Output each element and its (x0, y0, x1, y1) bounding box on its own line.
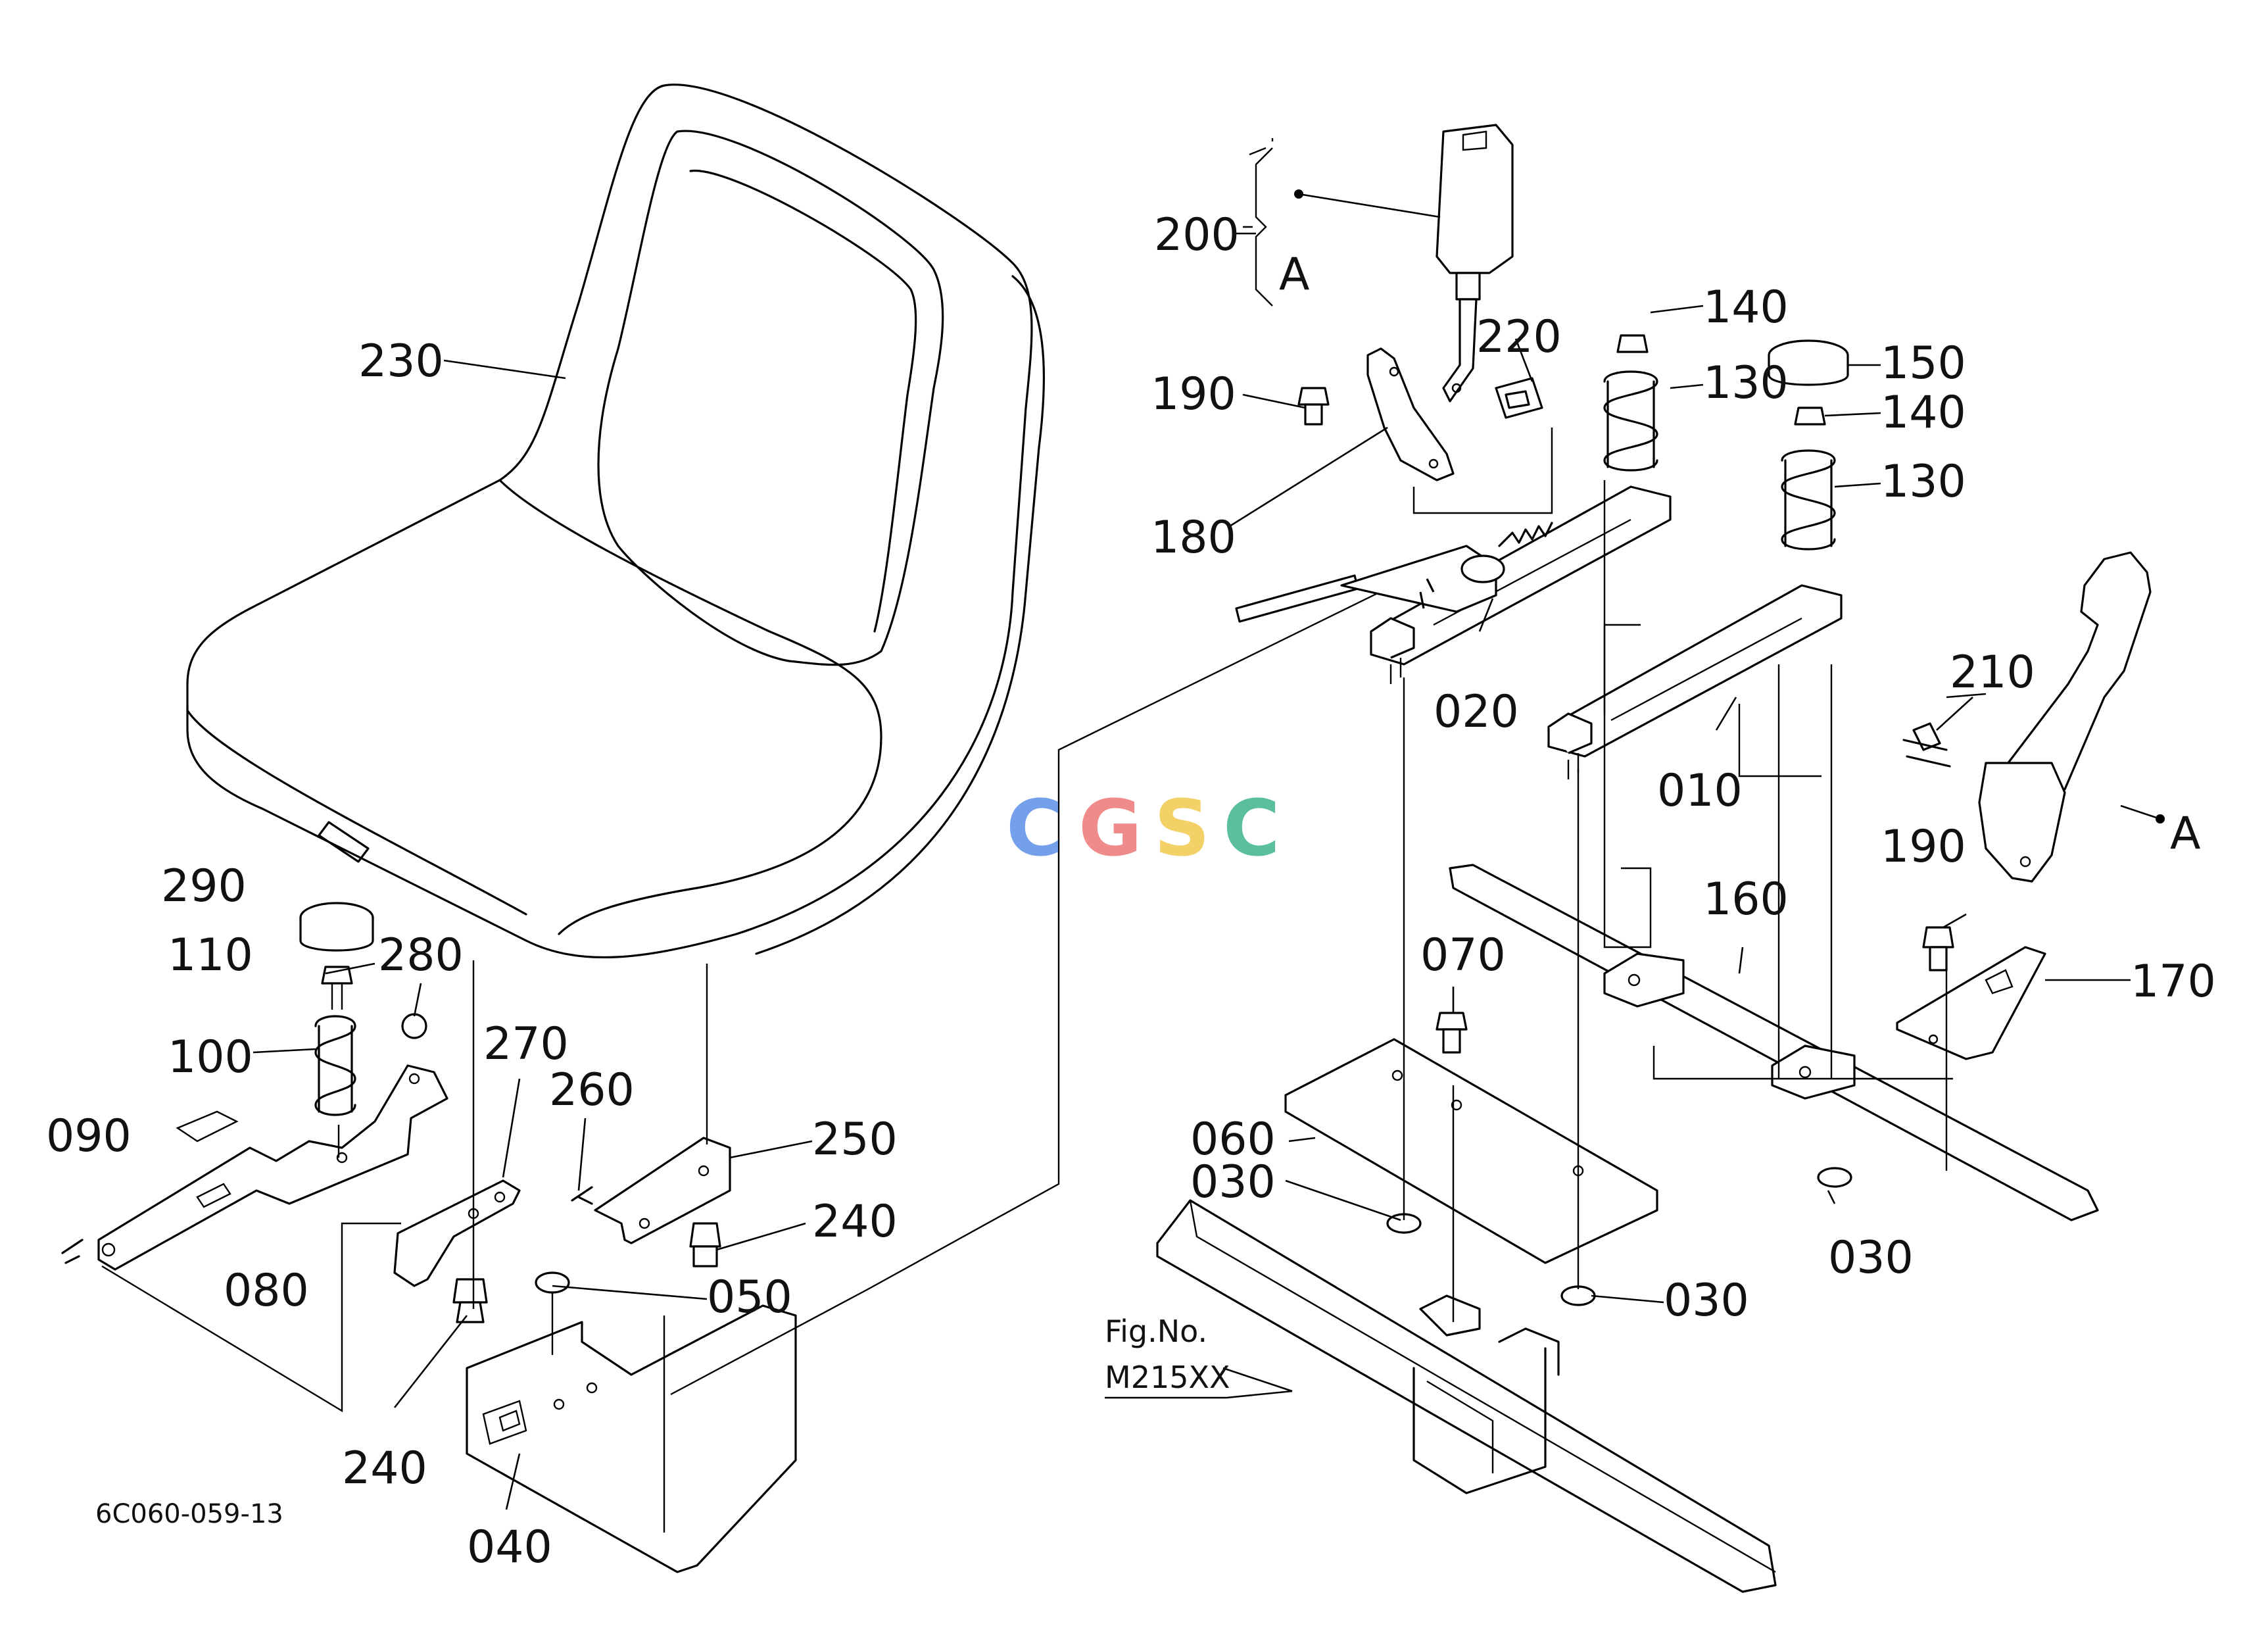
seat-belt-buckle-part-200 (1243, 124, 1514, 403)
callout-labels: 230 200 A 220 140 190 130 150 140 130 18… (46, 209, 2216, 1573)
callout-170: 170 (2131, 956, 2216, 1008)
callout-080: 080 (224, 1265, 309, 1317)
figure-number-value: M215XX (1105, 1360, 1230, 1395)
callout-030-c: 030 (1664, 1275, 1749, 1327)
callout-240-lower: 240 (342, 1442, 427, 1494)
callout-190-lower: 190 (1881, 821, 1966, 873)
watermark-letter-c1: C (1006, 783, 1063, 873)
callout-130-upper: 130 (1703, 357, 1789, 409)
bolt-part-240-upper (689, 1222, 721, 1267)
callout-140-upper: 140 (1703, 282, 1789, 333)
callout-leaders (253, 232, 2131, 1510)
callout-010: 010 (1657, 765, 1743, 817)
callout-290: 290 (161, 860, 247, 912)
left-mount-bracket-part-080 (97, 1064, 448, 1271)
group-marker-a-right: A (2170, 808, 2201, 860)
cushion-rubber-part-290 (299, 902, 374, 952)
right-group-leader-lines (1403, 428, 1953, 1322)
callout-220: 220 (1476, 311, 1562, 363)
group-marker-a-upper: A (1279, 249, 1310, 301)
callout-230: 230 (358, 335, 444, 387)
nut-part-050 (535, 1271, 570, 1294)
callout-070: 070 (1420, 929, 1506, 981)
mount-plate-part-250 (594, 1137, 731, 1244)
callout-250: 250 (812, 1114, 898, 1166)
watermark-letter-s: S (1154, 783, 1210, 873)
figure-number-label: Fig.No. (1105, 1314, 1207, 1349)
coil-spring-part-100 (314, 1015, 356, 1116)
callout-110: 110 (168, 929, 253, 981)
watermark-letter-g: G (1078, 783, 1142, 873)
callout-020: 020 (1434, 686, 1519, 738)
seat-part-230 (186, 84, 1046, 959)
support-rail-part-160 (1449, 864, 2099, 1221)
callout-040: 040 (467, 1521, 552, 1573)
bolt-part-190-lower (1922, 926, 1954, 971)
base-plate-part-060 (1284, 1038, 1658, 1264)
callout-180: 180 (1151, 512, 1236, 564)
callout-210: 210 (1950, 647, 2035, 699)
callout-280: 280 (378, 929, 464, 981)
callout-140-lower: 140 (1881, 387, 1966, 439)
watermark-letter-c2: C (1223, 783, 1280, 873)
drawing-code: 6C060-059-13 (95, 1499, 283, 1529)
nut-part-140-upper (1616, 334, 1649, 353)
bolt-part-220 (1495, 377, 1543, 419)
pin-part-260 (571, 1186, 593, 1205)
left-group-leader-lines (101, 571, 1421, 1533)
callout-150: 150 (1881, 337, 1966, 389)
callout-190-upper: 190 (1151, 368, 1236, 420)
slide-lever-part-020 (1235, 522, 1553, 623)
frame-beam (1156, 1199, 1777, 1593)
nut-part-140-lower (1794, 406, 1826, 426)
coil-spring-part-130-left (1603, 370, 1658, 472)
callout-270: 270 (483, 1018, 569, 1070)
callout-260: 260 (549, 1064, 635, 1116)
bracket-part-170 (1896, 946, 2046, 1060)
callout-060: 060 (1190, 1114, 1276, 1166)
callout-100: 100 (168, 1031, 253, 1083)
coil-spring-part-130-right (1781, 449, 1836, 551)
seat-slide-rail-part-010 (1547, 584, 1843, 779)
plug-part-280 (401, 1013, 427, 1039)
pin-part-090 (61, 1239, 84, 1264)
nut-part-070 (1436, 1012, 1468, 1054)
callout-090: 090 (46, 1110, 132, 1162)
nut-part-030-c (1817, 1167, 1852, 1188)
callout-130-lower: 130 (1881, 456, 1966, 508)
callout-160: 160 (1703, 873, 1789, 925)
cushion-rubber-part-150 (1768, 339, 1849, 386)
callout-030-a: 030 (1190, 1156, 1276, 1208)
bolt-part-240-lower (452, 1278, 488, 1323)
cgsc-watermark: C G S C (1006, 783, 1280, 873)
callout-030-b: 030 (1828, 1232, 1914, 1284)
callout-050: 050 (707, 1271, 792, 1323)
seat-belt-part-210 (1902, 551, 2165, 883)
nut-part-030-b (1560, 1285, 1596, 1306)
nut-part-110 (321, 966, 353, 1010)
callout-200: 200 (1154, 209, 1240, 261)
bracket-part-180 (1366, 347, 1455, 481)
plate-part-270 (393, 1179, 521, 1287)
callout-240-upper: 240 (812, 1196, 898, 1248)
bolt-part-190-upper (1297, 387, 1330, 426)
